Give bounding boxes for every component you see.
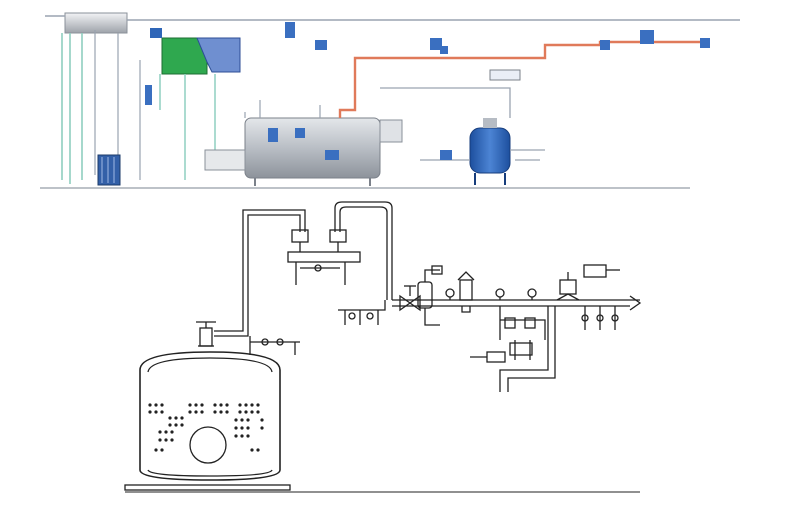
top-schematic [40, 12, 740, 189]
bottom-steam-header [287, 251, 361, 263]
bottom-boiler-tubes [148, 403, 264, 452]
top-left-water-pipes [61, 33, 83, 184]
top-header-tank [64, 12, 128, 34]
top-tank-valve [150, 28, 162, 38]
top-left-grey-pipes [94, 30, 119, 175]
bottom-reducing-valve [457, 271, 475, 313]
bottom-pressure-gauge-1 [445, 288, 455, 298]
top-boiler-stack [379, 119, 403, 143]
bottom-drum-valve [196, 321, 216, 347]
bottom-return-line [499, 306, 549, 392]
bottom-second-riser [334, 201, 393, 300]
top-heat-exchanger [97, 154, 121, 186]
top-blue-tank [196, 37, 241, 73]
top-burner [204, 149, 246, 171]
bottom-pressure-gauge-2 [495, 288, 505, 298]
top-reactor-vessel [469, 127, 511, 174]
bottom-control-valve [556, 264, 620, 301]
bottom-transmitter [486, 351, 506, 363]
bottom-pressure-gauge-3 [527, 288, 537, 298]
top-boiler-body [244, 117, 381, 179]
top-filter [145, 85, 152, 105]
bottom-steam-riser [214, 214, 301, 337]
bottom-schematic [124, 201, 642, 493]
bottom-main-valve [399, 285, 421, 312]
bottom-boiler-drum [124, 351, 640, 493]
